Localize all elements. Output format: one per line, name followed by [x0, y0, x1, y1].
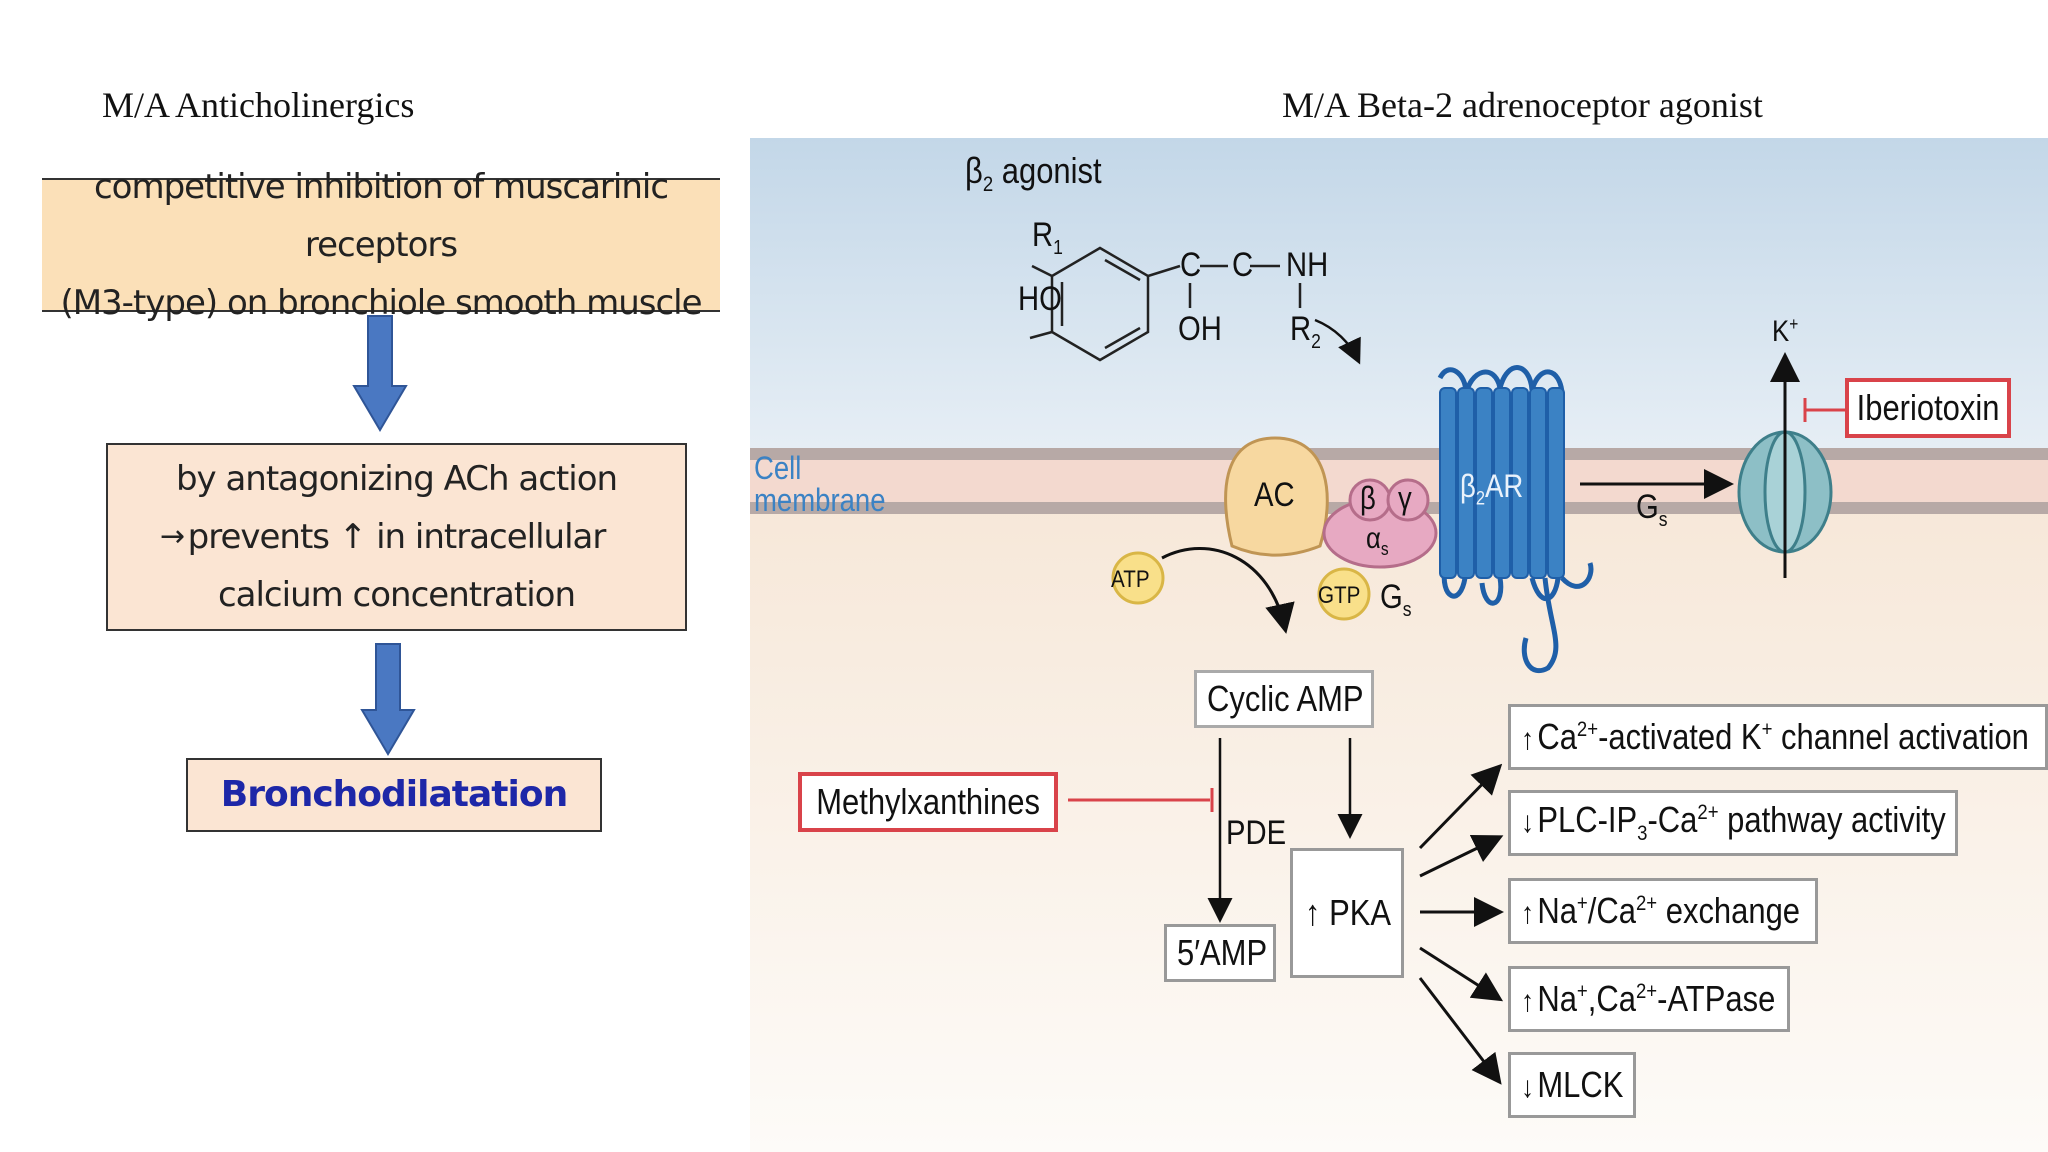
effect-text-part: 2+ — [1635, 978, 1658, 1003]
effect-text-part: PLC-IP — [1537, 799, 1638, 841]
up-arrow-icon: ↑ — [1521, 897, 1534, 930]
gamma-subunit-shape — [1386, 478, 1430, 522]
flow-step-antagonize-line3: calcium concentration — [217, 575, 576, 615]
effect-text-part: Na — [1537, 890, 1577, 931]
chem-c1: C — [1180, 246, 1202, 284]
flow-step-antagonize: by antagonizing ACh action →prevents ↑ i… — [106, 443, 687, 631]
effect-text-part: -ATPase — [1657, 978, 1776, 1019]
effect-text-part: -Ca — [1647, 799, 1698, 841]
effect-text-part: -activated K — [1598, 716, 1762, 757]
effect-text-part: pathway activity — [1718, 799, 1946, 841]
potassium-label: K+ — [1772, 314, 1799, 348]
effect-text-part: channel activation — [1772, 716, 2029, 757]
beta2-receptor — [1437, 365, 1594, 673]
iberiotoxin-box: Iberiotoxin — [1845, 378, 2011, 438]
pde-label: PDE — [1226, 814, 1287, 852]
effect-text-part: 3 — [1637, 820, 1648, 846]
ac-label: AC — [1254, 476, 1295, 514]
effect-text-part: 2+ — [1697, 799, 1719, 825]
adenylyl-cyclase-shape — [1224, 436, 1329, 557]
chem-c2: C — [1232, 246, 1254, 284]
effect-text-part: + — [1576, 978, 1588, 1003]
beta2-agonist-label: β2 agonist — [965, 150, 1102, 197]
gamma-subunit-label: γ — [1398, 480, 1412, 516]
flow-step-bronchodilatation: Bronchodilatation — [186, 758, 602, 832]
chem-r1: R1 — [1032, 216, 1063, 259]
flow-step-inhibition-line1: competitive inhibition of muscarinic rec… — [93, 167, 669, 265]
down-arrow-icon: ↓ — [1521, 806, 1534, 840]
potassium-channel — [1737, 352, 1845, 578]
beta2-receptor-helices — [1439, 387, 1565, 579]
gtp-circle — [1317, 567, 1371, 621]
gs-label: Gs — [1380, 578, 1412, 621]
effect-text-part: MLCK — [1537, 1064, 1624, 1105]
effect-text-part: Ca — [1537, 716, 1577, 757]
flow-step-inhibition: competitive inhibition of muscarinic rec… — [42, 167, 720, 323]
effect-text-part: 2+ — [1576, 716, 1599, 741]
atp-circle — [1111, 551, 1165, 605]
effect-text-part: ,Ca — [1587, 978, 1636, 1019]
effect-text-part: + — [1576, 890, 1588, 915]
effect-box: ↑Na+/Ca2+ exchange — [1508, 878, 1818, 944]
amp5-box: 5′AMP — [1164, 924, 1276, 982]
chem-nh: NH — [1286, 246, 1329, 284]
beta-subunit-label: β — [1360, 480, 1376, 516]
diagram-graphics — [750, 138, 2048, 1152]
beta2ar-label: β2AR — [1460, 468, 1524, 510]
right-title: M/A Beta-2 adrenoceptor agonist — [1282, 85, 1763, 125]
gtp-label: GTP — [1318, 582, 1361, 609]
flow-step-antagonize-line1: by antagonizing ACh action — [175, 459, 618, 499]
effect-text-part: 2+ — [1635, 890, 1658, 915]
benzene-ring — [1029, 246, 1302, 362]
flow-arrow-1 — [352, 315, 408, 432]
effect-box: ↑Ca2+-activated K+ channel activation — [1508, 704, 2048, 770]
right-arrow-icon: → — [160, 519, 185, 554]
down-arrow-icon: ↓ — [1521, 1071, 1534, 1104]
gs-arrow-label: Gs — [1636, 488, 1668, 531]
effect-text-part: exchange — [1657, 890, 1801, 931]
up-arrow-icon: ↑ — [1521, 985, 1534, 1018]
flow-step-antagonize-line2: prevents ↑ in intracellular — [187, 517, 607, 557]
effect-text-part: /Ca — [1587, 890, 1636, 931]
methylxanthines-box: Methylxanthines — [798, 772, 1058, 832]
effect-text-part: + — [1761, 716, 1773, 741]
alpha-subunit-label: αs — [1366, 522, 1389, 559]
up-arrow-icon: ↑ — [1521, 723, 1534, 756]
cyclic-amp-box: Cyclic AMP — [1194, 670, 1374, 728]
chem-oh: OH — [1178, 310, 1222, 348]
pka-box: ↑ PKA — [1290, 848, 1404, 978]
left-title: M/A Anticholinergics — [102, 85, 415, 125]
effect-box: ↑Na+,Ca2+-ATPase — [1508, 966, 1790, 1032]
atp-label: ATP — [1111, 566, 1150, 593]
flow-arrow-2 — [360, 643, 416, 756]
effect-box: ↓MLCK — [1508, 1052, 1636, 1118]
effect-text-part: Na — [1537, 978, 1577, 1019]
chem-r2: R2 — [1290, 310, 1321, 353]
chem-ho: HO — [1018, 280, 1062, 318]
effect-box: ↓PLC-IP3-Ca2+ pathway activity — [1508, 790, 1958, 856]
